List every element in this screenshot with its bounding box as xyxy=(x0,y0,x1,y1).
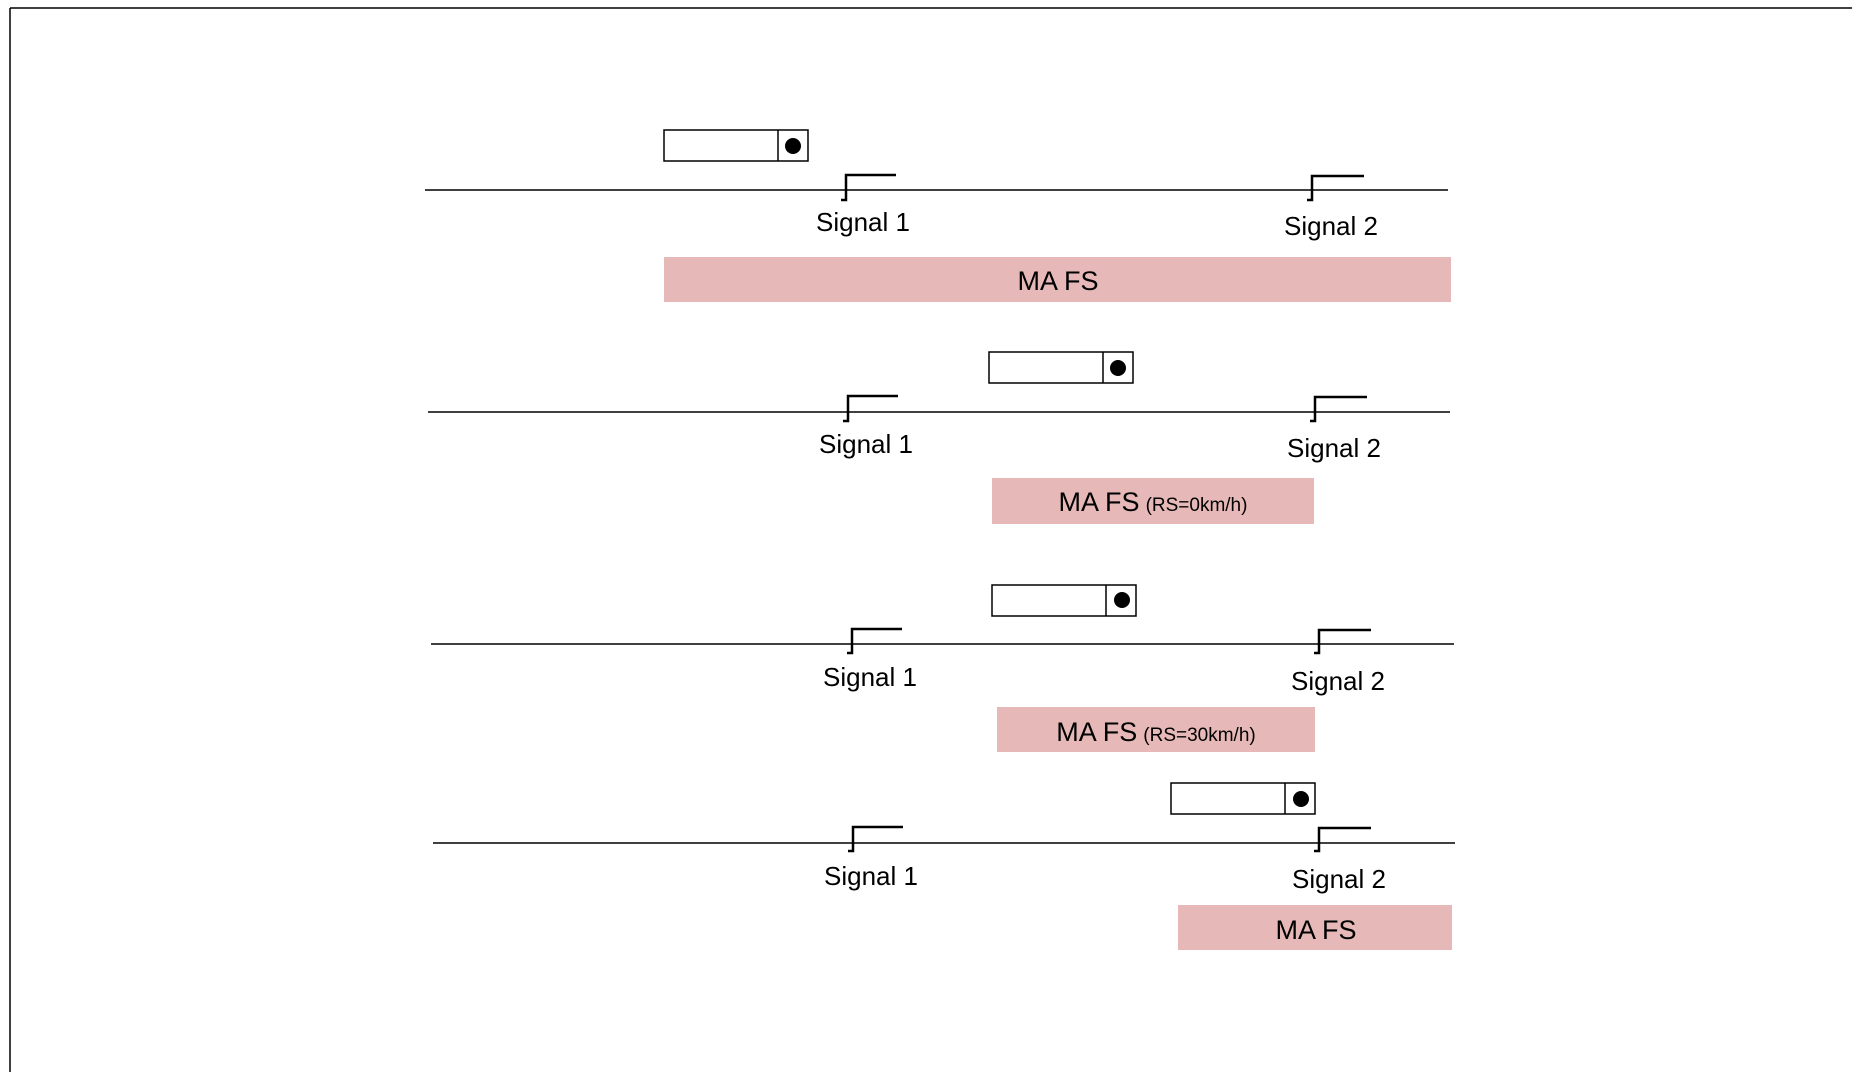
movement-authority-bar xyxy=(1178,905,1452,950)
signal-2-label: Signal 2 xyxy=(1287,433,1381,463)
movement-authority-label: MA FS xyxy=(1017,266,1098,296)
signal-2-label: Signal 2 xyxy=(1284,211,1378,241)
signal-1-label: Signal 1 xyxy=(816,207,910,237)
signal-2-label: Signal 2 xyxy=(1291,666,1385,696)
movement-authority-label: MA FS (RS=0km/h) xyxy=(1059,487,1248,517)
signal-icon xyxy=(841,173,896,202)
scenario-1: Signal 1 Signal 2 MA FS xyxy=(425,129,1451,302)
scenario-2: Signal 1 Signal 2 MA FS (RS=0km/h) xyxy=(428,351,1450,524)
movement-authority-bar xyxy=(992,478,1314,524)
scenario-4: Signal 1 Signal 2 MA FS xyxy=(433,782,1455,950)
signal-icon xyxy=(1314,628,1371,655)
signal-2-label: Signal 2 xyxy=(1292,864,1386,894)
signal-icon xyxy=(1314,826,1371,853)
movement-authority-text: MA FS xyxy=(1059,487,1140,517)
signal-icon xyxy=(1307,174,1364,202)
signal-icon xyxy=(847,627,902,655)
movement-authority-label: MA FS xyxy=(1275,915,1356,945)
signal-icon xyxy=(1310,395,1367,423)
train-icon xyxy=(1170,782,1316,815)
signal-icon xyxy=(848,825,903,853)
signal-icon xyxy=(843,394,898,423)
movement-authority-bar xyxy=(664,257,1451,302)
signal-1-label: Signal 1 xyxy=(819,429,913,459)
train-icon xyxy=(988,351,1134,384)
movement-authority-label: MA FS (RS=30km/h) xyxy=(1056,717,1255,747)
signal-1-label: Signal 1 xyxy=(824,861,918,891)
restrictive-speed-note: (RS=0km/h) xyxy=(1146,495,1248,516)
movement-authority-text: MA FS xyxy=(1056,717,1137,747)
restrictive-speed-note: (RS=30km/h) xyxy=(1143,725,1255,746)
train-icon xyxy=(991,584,1137,617)
signal-1-label: Signal 1 xyxy=(823,662,917,692)
scenario-3: Signal 1 Signal 2 MA FS (RS=30km/h) xyxy=(431,584,1454,752)
train-icon xyxy=(663,129,809,162)
movement-authority-bar xyxy=(997,707,1315,752)
